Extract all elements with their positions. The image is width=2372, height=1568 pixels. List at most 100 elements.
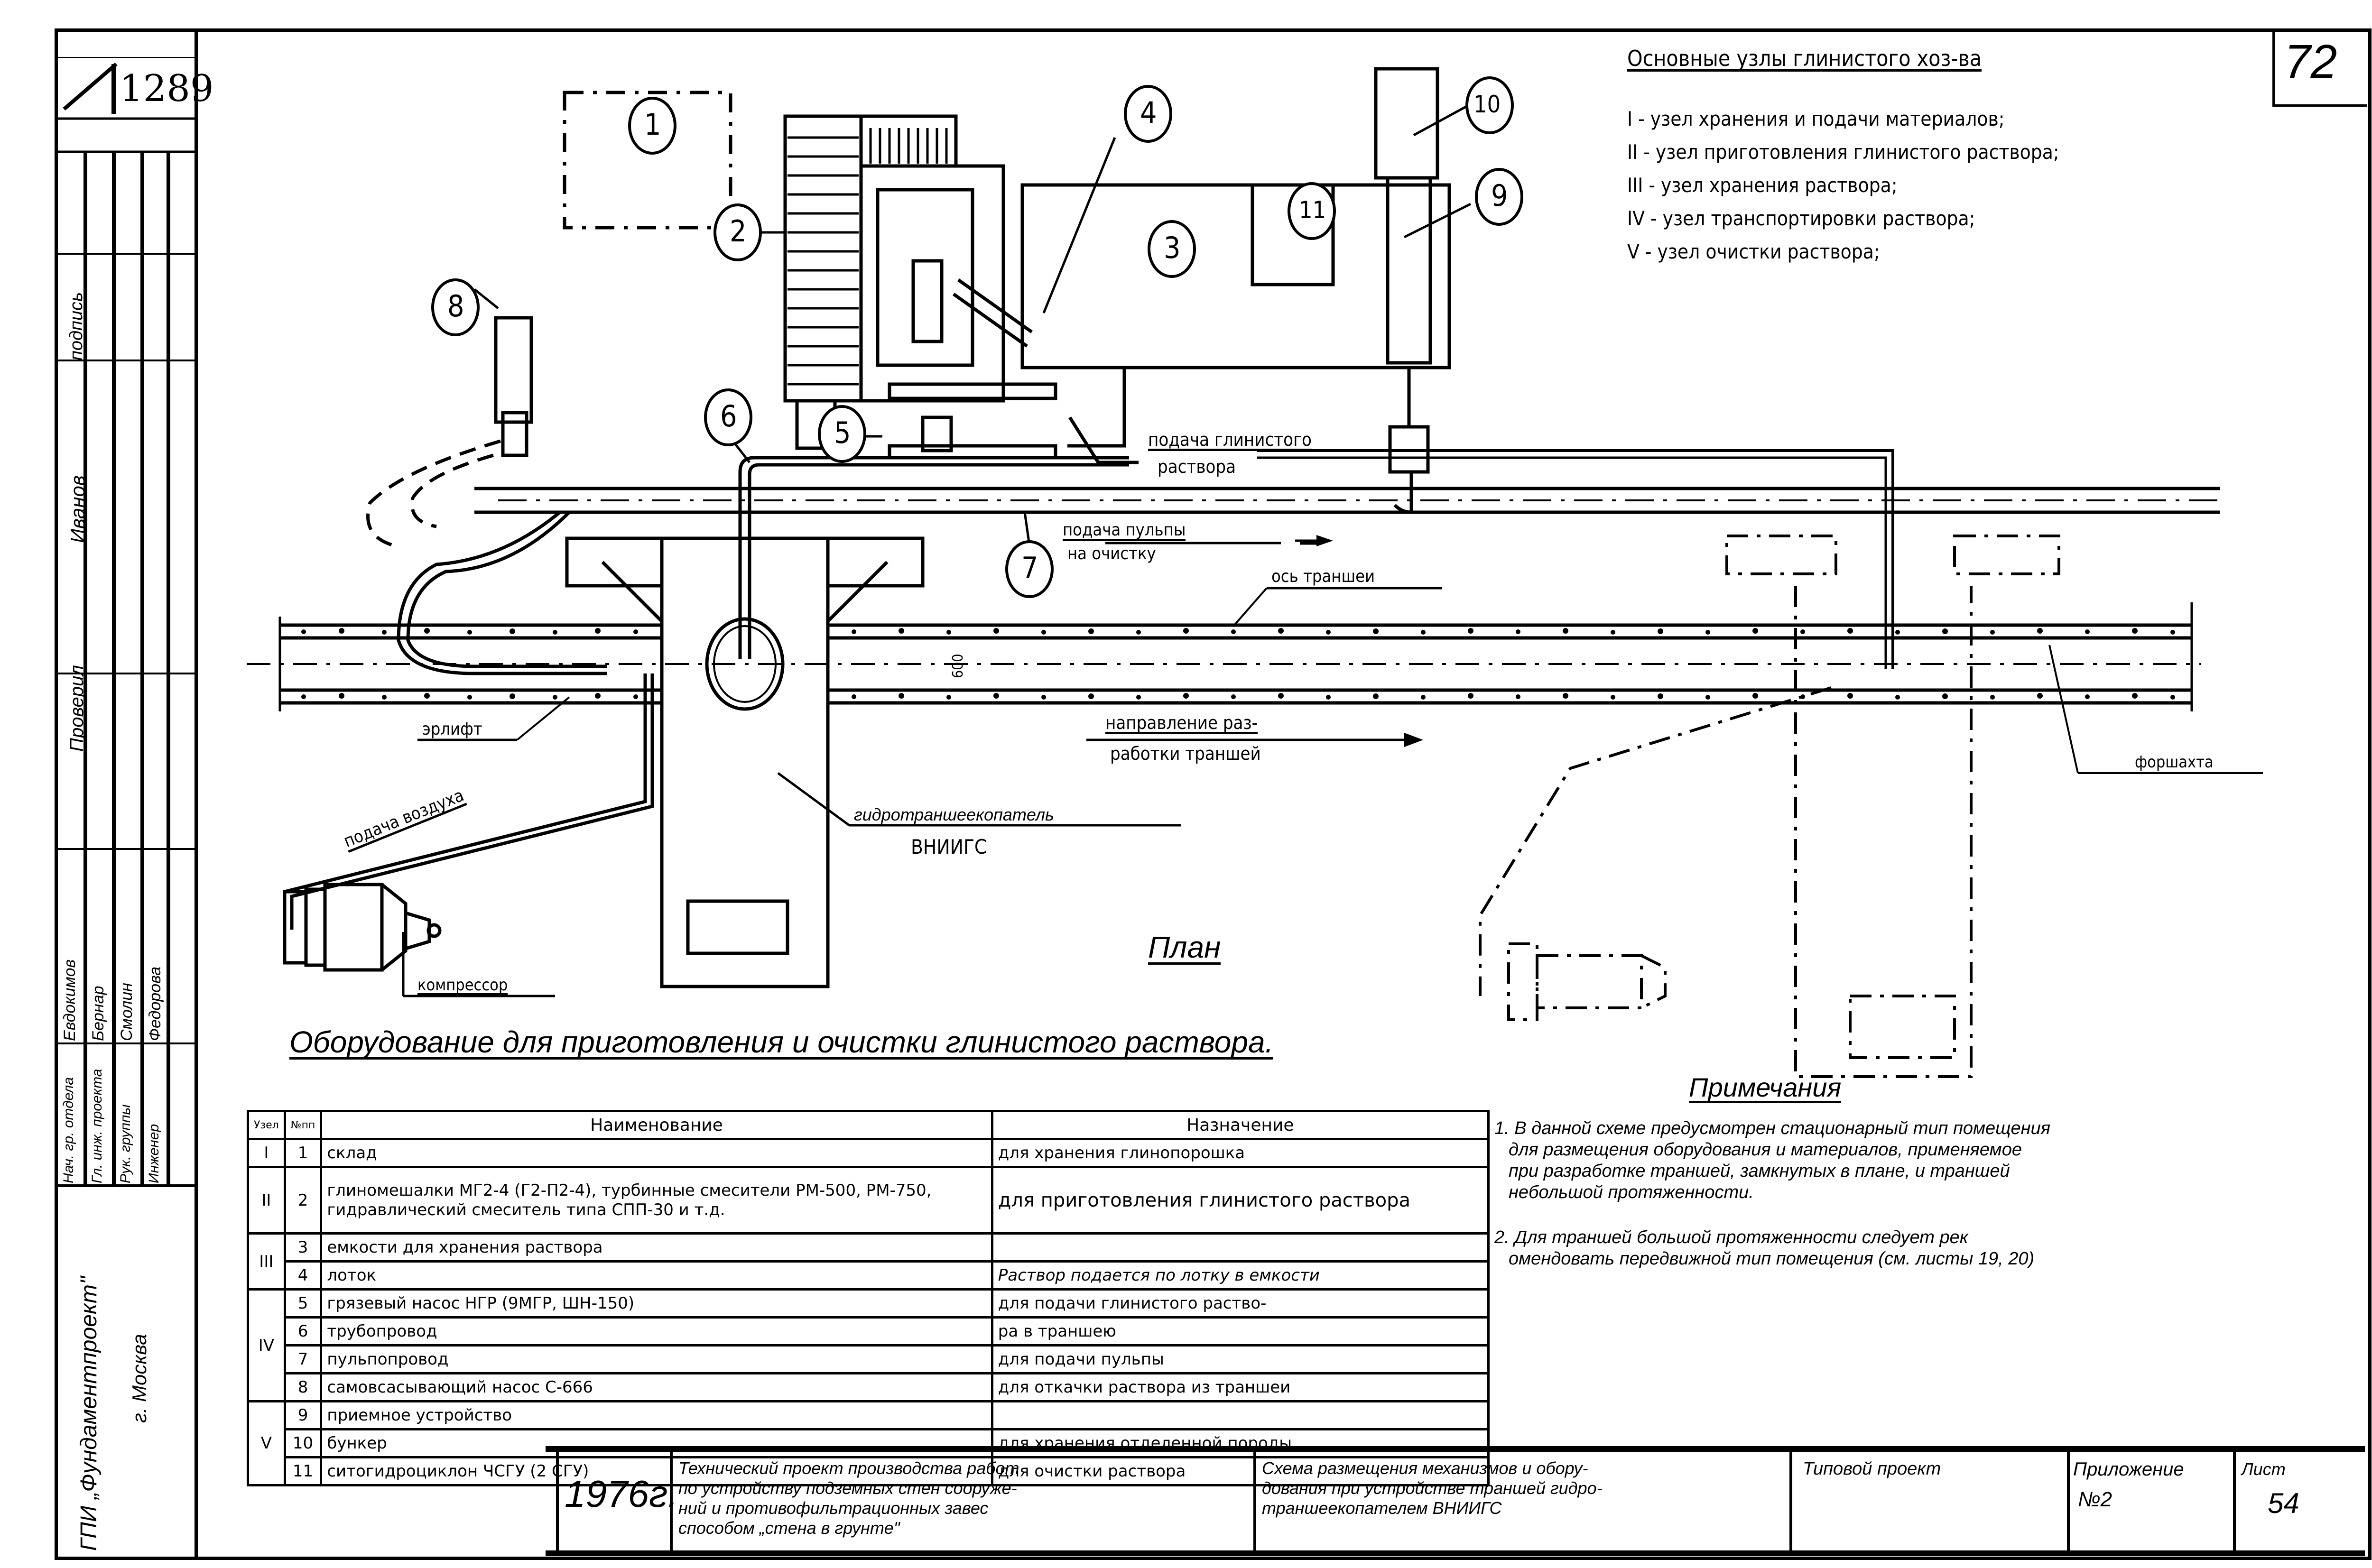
callout-circle-4	[1124, 85, 1172, 143]
leader-9	[1403, 203, 1472, 239]
cell-name: самовсасывающий насос С-666	[320, 1372, 993, 1402]
leader-airlift	[516, 696, 570, 741]
legend-item: V - узел очистки раствора;	[1627, 242, 1880, 262]
compressor-end	[283, 890, 308, 965]
excavator-body	[660, 536, 830, 988]
legend-text: - узел хранения и подачи материалов;	[1638, 107, 2005, 130]
legend-item: IV - узел транспортировки раствора;	[1627, 209, 1975, 229]
callout-circle-9	[1475, 168, 1523, 226]
note-1-line-4: небольшой протяженности.	[1509, 1182, 1754, 1202]
cell-purpose: ра в траншею	[991, 1316, 1490, 1347]
store-outline	[563, 91, 732, 230]
compressor-tank	[323, 883, 384, 972]
hydrocyclone-room	[1251, 183, 1335, 286]
table-row: II 2 глиномешалки МГ2-4 (Г2-П2-4), турби…	[247, 1166, 1490, 1235]
cell-name: трубопровод	[320, 1316, 993, 1347]
stamp-role-4: Инженер	[146, 1124, 162, 1183]
cell-purpose: для хранения отделенной породы	[991, 1428, 1490, 1458]
label-trench-axis: ось траншеи	[1271, 567, 1375, 586]
cell-name: приемное устройство	[320, 1400, 993, 1430]
cell-num: 4	[283, 1260, 323, 1291]
legend-text: - узел транспортировки раствора;	[1650, 207, 1975, 230]
plan-label: План	[1148, 930, 1221, 965]
leader-4	[1042, 137, 1116, 314]
clay-feed-line	[1257, 449, 1894, 669]
cell-name: емкости для хранения раствора	[320, 1232, 993, 1263]
chute	[957, 278, 1033, 333]
header-unit: Узел	[247, 1110, 286, 1140]
stamp-name-1: Евдокимов	[61, 959, 79, 1041]
excavator-cab	[686, 899, 789, 955]
archive-box	[58, 57, 197, 58]
label-clay-feed-2: раствора	[1158, 456, 1236, 477]
label-excavator-1: гидротраншеекопатель	[854, 805, 1054, 824]
callout-2: 2	[730, 214, 747, 249]
callout-11: 11	[1299, 196, 1326, 224]
trench-hatching	[301, 628, 2175, 700]
callout-circle-8	[431, 278, 480, 336]
stamp-role-1: Нач. гр. отдела	[61, 1077, 76, 1183]
callout-circle-3	[1148, 220, 1196, 278]
legend-roman: II	[1627, 140, 1638, 164]
movable-layout	[1479, 535, 2060, 1078]
legend-item: III - узел хранения раствора;	[1627, 175, 1898, 195]
cell-purpose: для очистки раствора	[991, 1456, 1490, 1486]
cell-unit: II	[247, 1166, 286, 1235]
legend-text: - узел приготовления глинистого раствора…	[1643, 140, 2059, 164]
pulp-arrow	[1316, 535, 1333, 546]
table-row: 4 лоток Раствор подается по лотку в емко…	[248, 1260, 1490, 1291]
equipment-table: Узел №пп Наименование Назначение I 1 скл…	[247, 1110, 1490, 1486]
stamp-city: г. Москва	[128, 1334, 150, 1423]
callout-circle-10	[1465, 76, 1514, 134]
stamp-upper-role-1: Проверил	[66, 665, 87, 752]
excavator-left-outrigger	[565, 536, 664, 588]
mixer-housing	[876, 188, 974, 367]
table-row: III 3 емкости для хранения раствора	[247, 1232, 1490, 1291]
cell-purpose: Раствор подается по лотку в емкости	[991, 1260, 1490, 1291]
pump-base-bottom	[888, 444, 1057, 460]
appendix-value: №2	[2078, 1488, 2113, 1511]
sheet-desc-2: дования при устройстве траншей гидро-	[1262, 1478, 1603, 1498]
legend-item: I - узел хранения и подачи материалов;	[1627, 109, 2005, 129]
cell-purpose: для откачки раствора из траншеи	[991, 1372, 1490, 1402]
drawing-frame	[195, 28, 2372, 1560]
appendix-label: Приложение	[2073, 1459, 2184, 1480]
title-year: 1976г.	[565, 1473, 678, 1515]
header-name: Наименование	[320, 1110, 993, 1140]
label-pulp-feed-2: на очистку	[1067, 544, 1156, 563]
table-row: I 1 склад для хранения глинопорошка	[247, 1138, 1490, 1168]
project-desc-1: Технический проект производства работ	[678, 1458, 1019, 1478]
callout-circle-1	[628, 97, 676, 155]
header-purpose: Назначение	[991, 1110, 1490, 1140]
note-1-line-1: 1. В данной схеме предусмотрен стационар…	[1494, 1118, 2051, 1138]
leader-excavator	[777, 772, 850, 827]
stamp-grid	[57, 152, 197, 1187]
legend-roman: V	[1627, 240, 1640, 263]
archive-slash	[63, 62, 118, 111]
cell-name: глиномешалки МГ2-4 (Г2-П2-4), турбинные …	[320, 1166, 993, 1235]
callout-circle-7	[1005, 540, 1054, 598]
callout-4: 4	[1140, 95, 1157, 130]
note-1-line-3: при разработке траншей, замкнутых в план…	[1509, 1161, 2010, 1181]
cell-purpose	[991, 1232, 1490, 1263]
leader-10	[1413, 105, 1467, 137]
stamp-role-3: Рук. группы	[118, 1104, 133, 1183]
clay-feed-pipe	[1068, 416, 1139, 464]
corner-number-box	[2272, 28, 2367, 107]
building-hatched-wall	[783, 114, 863, 403]
stamp-name-3: Смолин	[118, 983, 136, 1041]
cell-num: 7	[283, 1344, 323, 1374]
callout-3: 3	[1164, 231, 1181, 265]
cell-num: 5	[283, 1288, 323, 1319]
cell-name: ситогидроциклон ЧСГУ (2 СГУ)	[320, 1456, 993, 1486]
table-row: 8 самовсасывающий насос С-666 для откачк…	[248, 1372, 1490, 1402]
label-direction-2: работки траншей	[1110, 743, 1261, 764]
callout-circle-5	[818, 405, 866, 463]
pipe-6	[738, 456, 1129, 659]
mixer-room	[859, 164, 1005, 403]
sheet-value: 54	[2268, 1487, 2299, 1519]
cell-num: 10	[283, 1428, 323, 1458]
cell-name: пульпопровод	[320, 1344, 993, 1374]
label-airlift: эрлифт	[422, 719, 482, 739]
leader-7	[1023, 512, 1031, 546]
